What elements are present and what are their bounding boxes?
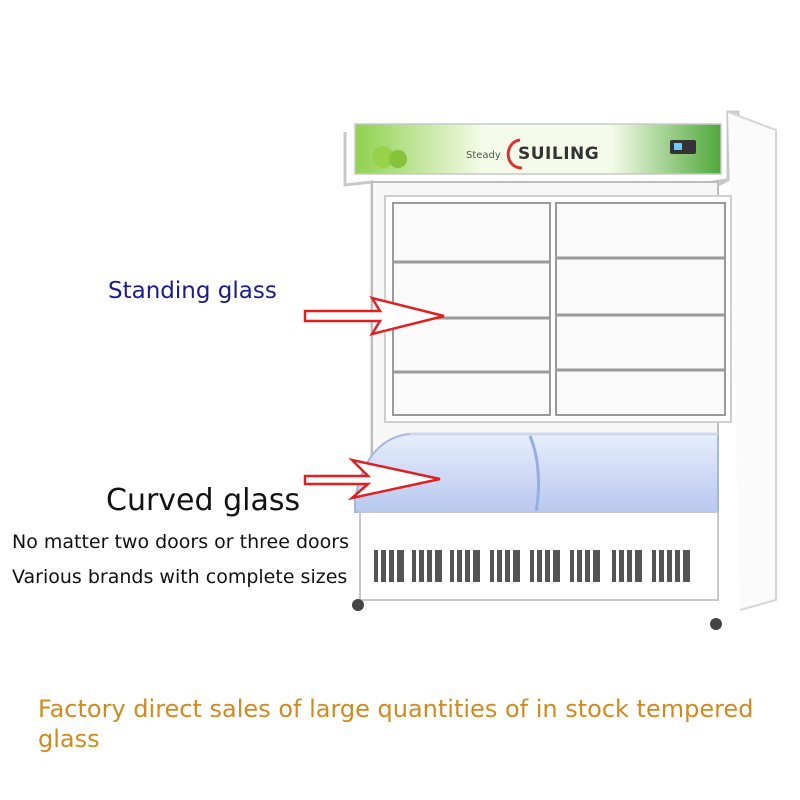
arrow-curved-glass [303, 457, 441, 501]
control-display [670, 140, 696, 154]
curved-glass-section [354, 432, 719, 513]
caster-wheel-left [352, 599, 364, 611]
brand-prefix: Steady [466, 150, 501, 161]
logo-swoosh [506, 138, 523, 170]
caption-sizes: Various brands with complete sizes [12, 566, 348, 588]
standing-glass-label: Standing glass [108, 278, 277, 304]
curved-glass-label: Curved glass [106, 483, 301, 518]
standing-glass-doors [384, 195, 732, 423]
brand-logo-text: SUILING [518, 144, 600, 164]
arrow-standing-glass [303, 296, 445, 336]
caster-wheel-right [710, 618, 722, 630]
header-panel [354, 123, 722, 175]
bottom-caption: Factory direct sales of large quantities… [38, 695, 754, 753]
cabinet-base [352, 511, 722, 630]
caption-doors: No matter two doors or three doors [12, 531, 349, 553]
apple-graphic [372, 146, 394, 168]
